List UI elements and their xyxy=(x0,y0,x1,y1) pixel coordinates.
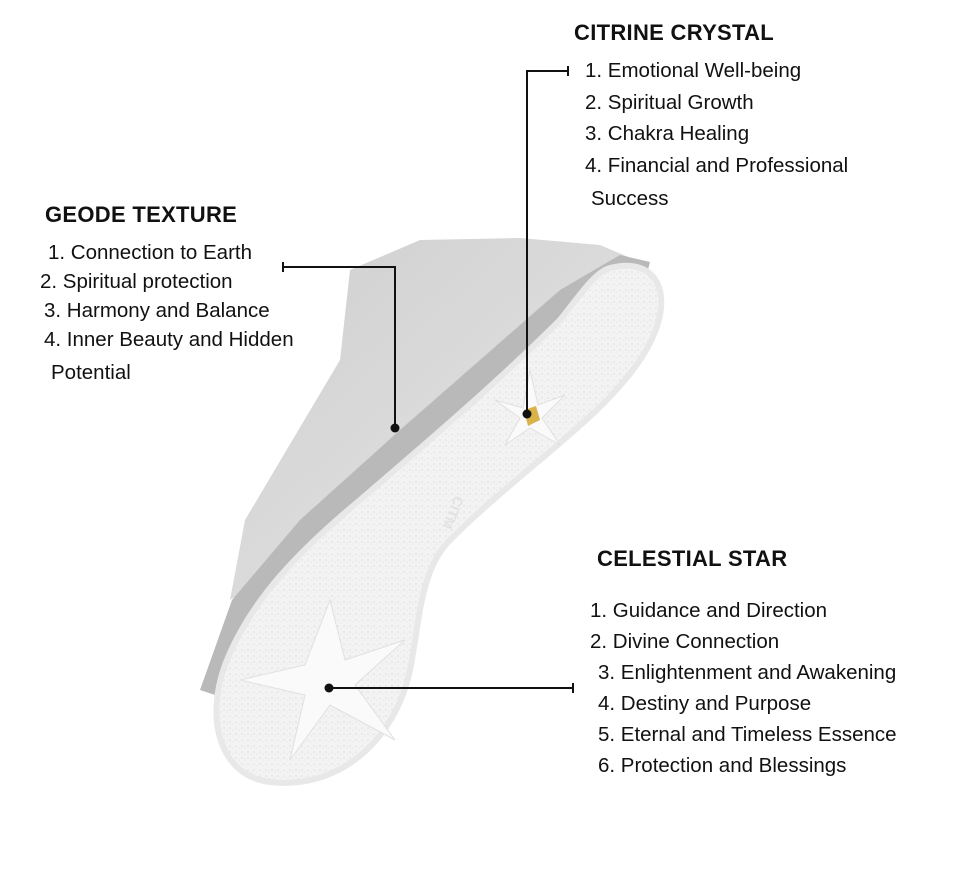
list-item: 1. Emotional Well-being xyxy=(585,59,802,82)
list-item: 4. Financial and Professional xyxy=(585,153,849,177)
citrine-title: CITRINE CRYSTAL xyxy=(574,20,775,45)
geode-dot xyxy=(390,423,400,433)
list-item: 6. Protection and Blessings xyxy=(598,754,847,777)
geode-title: GEODE TEXTURE xyxy=(45,202,238,227)
list-item: 4. Destiny and Purpose xyxy=(598,692,812,715)
list-item: 3. Enlightenment and Awakening xyxy=(598,661,897,684)
celestial-leader xyxy=(329,683,574,693)
citrine-list: 1. Emotional Well-being 2. Spiritual Gro… xyxy=(585,55,848,215)
celestial-title: CELESTIAL STAR xyxy=(597,546,788,571)
celestial-list: 1. Guidance and Direction 2. Divine Conn… xyxy=(590,595,897,781)
list-item: 2. Spiritual protection xyxy=(40,270,233,293)
list-item: 3. Harmony and Balance xyxy=(44,299,270,322)
citrine-dot xyxy=(522,409,532,419)
list-item: Success xyxy=(591,187,669,210)
list-item: 2. Spiritual Growth xyxy=(585,90,754,114)
celestial-dot xyxy=(324,683,334,693)
list-item: 2. Divine Connection xyxy=(590,630,780,653)
celestial-star xyxy=(239,598,406,761)
citrine-leader xyxy=(526,66,569,414)
list-item: 1. Connection to Earth xyxy=(48,241,252,264)
list-item: Potential xyxy=(51,361,131,384)
geode-leader xyxy=(282,262,396,428)
citrine-star xyxy=(494,369,566,446)
geode-list: 1. Connection to Earth 2. Spiritual prot… xyxy=(40,238,294,387)
list-item: 1. Guidance and Direction xyxy=(590,599,828,622)
list-item: 4. Inner Beauty and Hidden xyxy=(44,328,294,351)
list-item: 5. Eternal and Timeless Essence xyxy=(598,723,897,746)
list-item: 3. Chakra Healing xyxy=(585,122,750,145)
